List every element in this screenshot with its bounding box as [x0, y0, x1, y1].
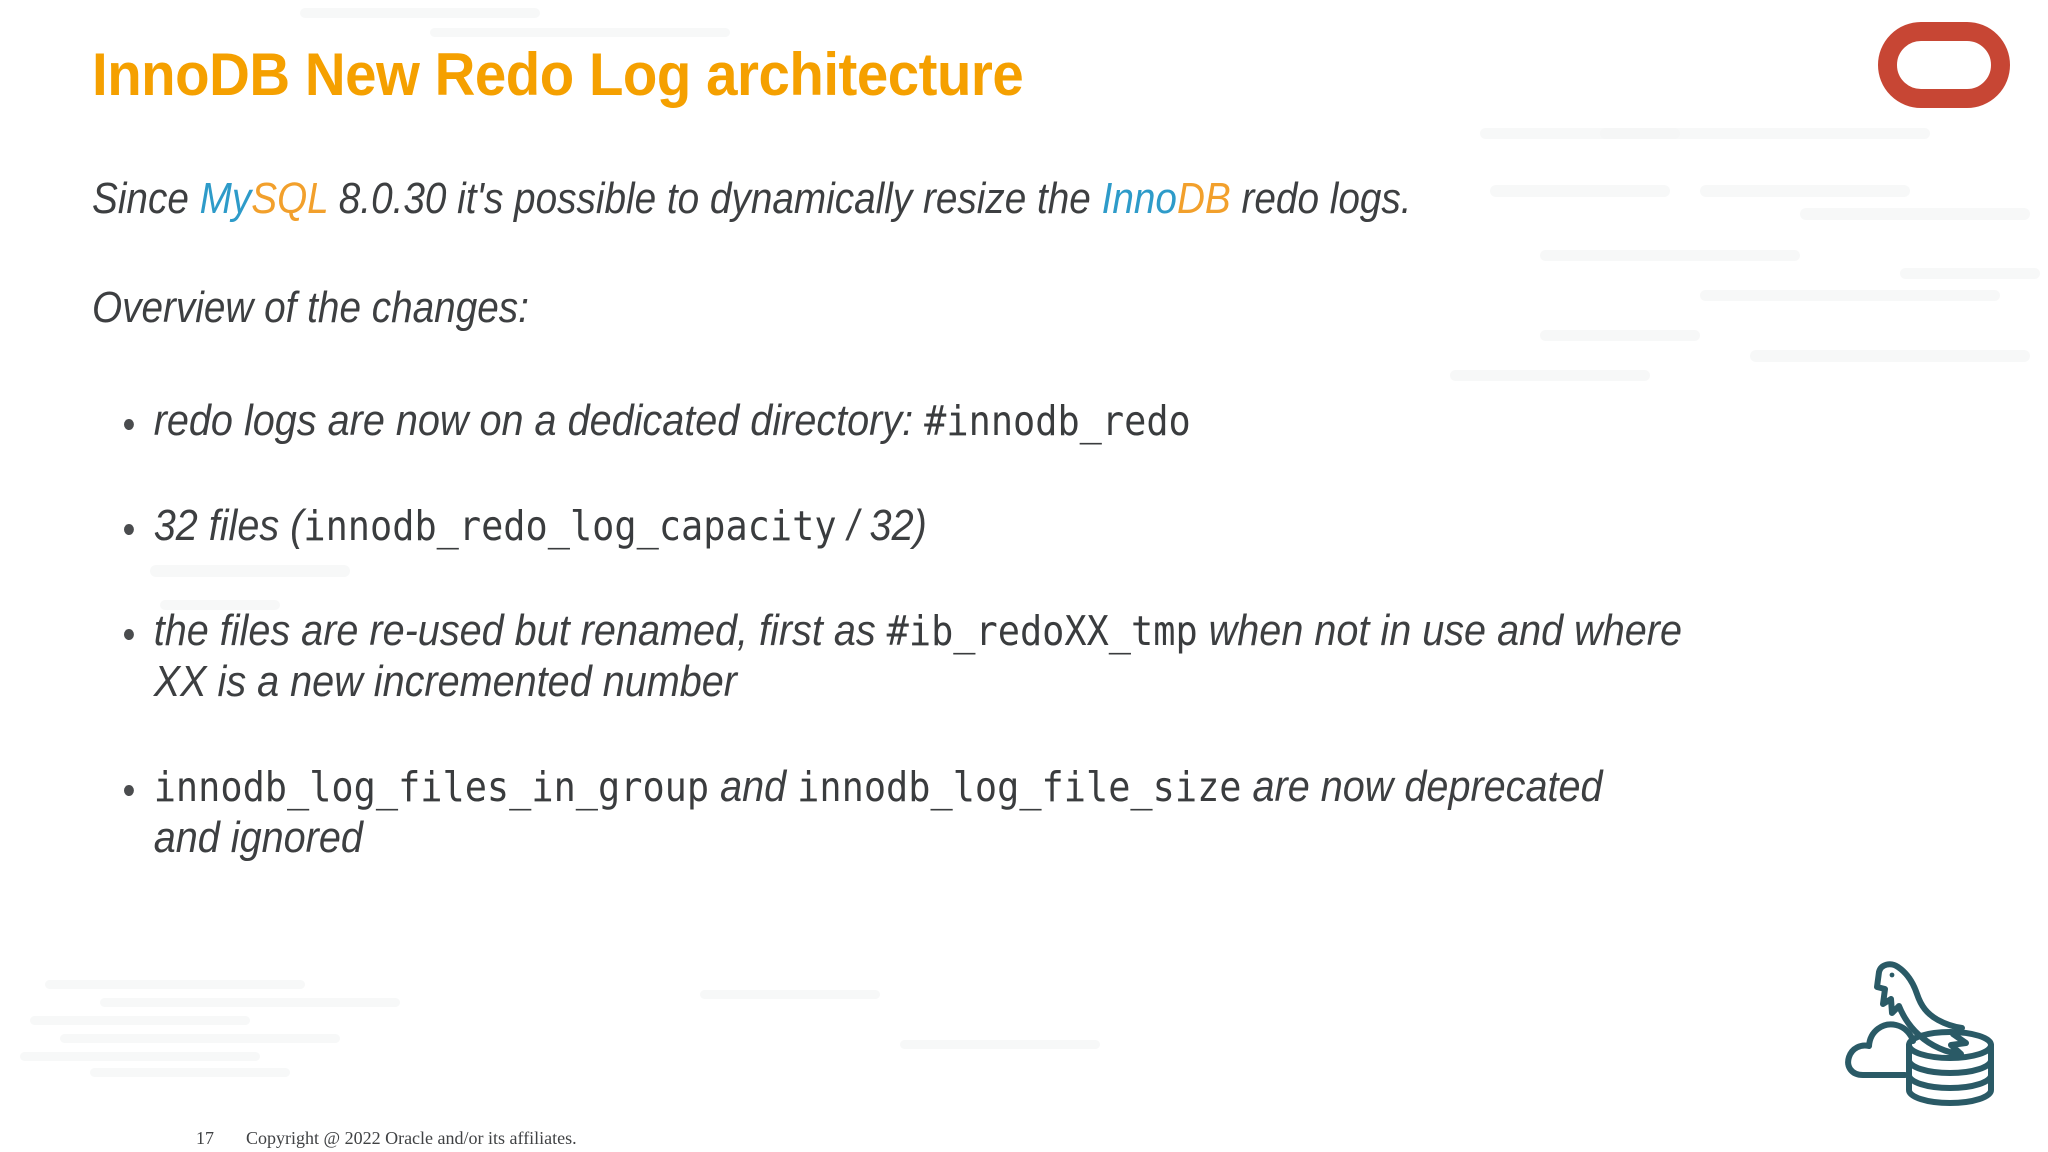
slide-footer: 17 Copyright @ 2022 Oracle and/or its af…: [0, 1128, 2048, 1152]
bullet-line-2: and ignored: [153, 813, 363, 863]
list-item: redo logs are now on a dedicated directo…: [124, 395, 1816, 446]
bullet-text-tail: when not in use and where: [1197, 606, 1682, 656]
list-item: innodb_log_files_in_group and innodb_log…: [124, 761, 1816, 863]
code-token: innodb_log_files_in_group: [153, 763, 710, 812]
page-number: 17: [196, 1128, 214, 1148]
bullet-text: redo logs are now on a dedicated directo…: [153, 396, 925, 445]
overview-heading: Overview of the changes:: [92, 283, 529, 332]
bullet-text: the files are re-used but renamed, first…: [153, 606, 887, 656]
bullet-text: 32 files (: [153, 501, 304, 551]
list-item: the files are re-used but renamed, first…: [124, 605, 1816, 707]
bullet-line-2: XX is a new incremented number: [153, 657, 737, 707]
list-item: 32 files (innodb_redo_log_capacity / 32): [124, 500, 1816, 551]
code-token: #innodb_redo: [924, 397, 1191, 445]
bullet-text-tail: / 32): [836, 501, 927, 551]
mysql-sql-label: SQL: [251, 174, 329, 223]
intro-text-after: redo logs.: [1230, 174, 1412, 223]
intro-paragraph: Since MySQL 8.0.30 it's possible to dyna…: [92, 174, 1412, 224]
innodb-inno-label: Inno: [1101, 174, 1177, 223]
oracle-logo: [1878, 22, 2010, 108]
intro-text-before: Since: [92, 174, 200, 223]
bullet-text: and: [709, 762, 798, 812]
innodb-db-label: DB: [1176, 174, 1231, 223]
mysql-my-label: My: [199, 174, 252, 223]
mysql-dolphin-cloud-database-logo: [1845, 961, 1994, 1106]
bullet-line: 32 files (innodb_redo_log_capacity / 32): [154, 500, 1816, 551]
code-token: innodb_redo_log_capacity: [303, 502, 837, 551]
bullet-list: redo logs are now on a dedicated directo…: [124, 395, 2004, 917]
copyright-notice: Copyright @ 2022 Oracle and/or its affil…: [246, 1128, 577, 1148]
bullet-line: innodb_log_files_in_group and innodb_log…: [154, 761, 1816, 812]
page-title: InnoDB New Redo Log architecture: [92, 41, 1024, 108]
code-token: #ib_redoXX_tmp: [886, 607, 1198, 656]
intro-text-middle: 8.0.30 it's possible to dynamically resi…: [328, 174, 1102, 223]
bullet-line: redo logs are now on a dedicated directo…: [154, 395, 1816, 446]
bullet-text-tail: are now deprecated: [1241, 762, 1603, 812]
code-token-2: innodb_log_file_size: [797, 763, 1242, 812]
bullet-line: the files are re-used but renamed, first…: [154, 605, 1816, 656]
